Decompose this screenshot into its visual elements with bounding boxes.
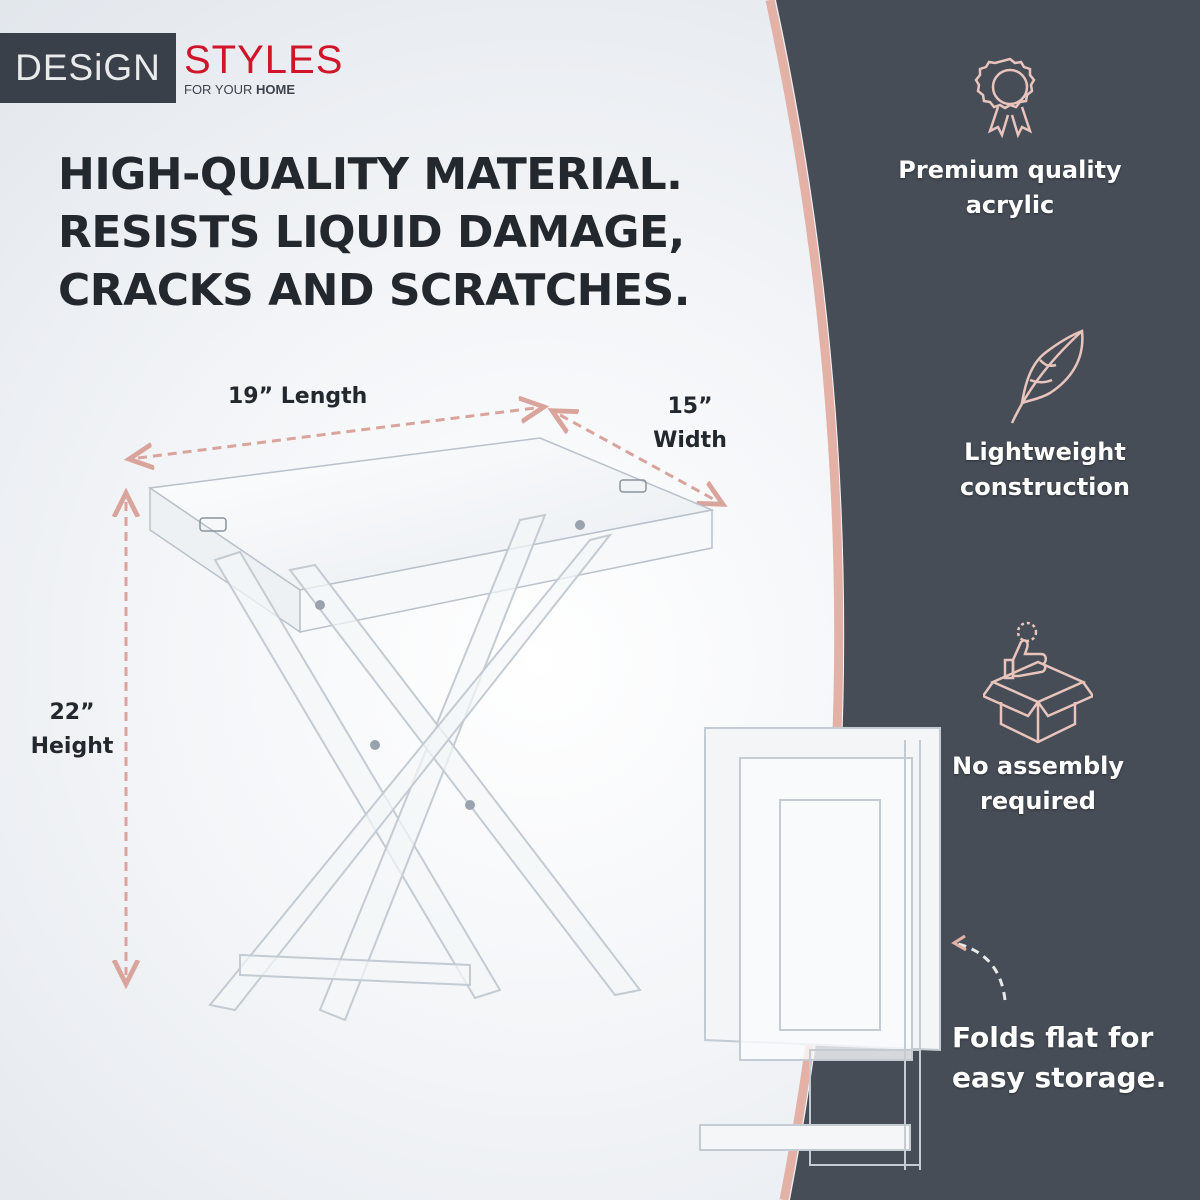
logo-design-text: DESiGN bbox=[15, 47, 161, 88]
feature-label: No assembly required bbox=[908, 749, 1168, 819]
feature-line-2: construction bbox=[960, 473, 1130, 501]
headline-line-3: CRACKS AND SCRATCHES. bbox=[58, 265, 690, 316]
feature-label: Lightweight construction bbox=[915, 435, 1175, 505]
width-label: 15” Width bbox=[645, 390, 735, 458]
length-label: 19” Length bbox=[228, 380, 367, 414]
folds-line-1: Folds flat for bbox=[952, 1021, 1154, 1054]
logo-tagline: FOR YOUR HOME bbox=[184, 82, 343, 97]
award-ribbon-icon bbox=[974, 57, 1036, 139]
length-dimension-arrow bbox=[138, 408, 535, 458]
height-label: 22” Height bbox=[22, 696, 122, 764]
length-text: Length bbox=[280, 384, 368, 409]
headline-line-1: HIGH-QUALITY MATERIAL. bbox=[58, 149, 683, 200]
headline-line-2: RESISTS LIQUID DAMAGE, bbox=[58, 207, 685, 258]
tagline-light: FOR YOUR bbox=[184, 81, 253, 97]
feature-line-1: Premium quality bbox=[898, 156, 1122, 184]
logo-styles-text: STYLES bbox=[184, 37, 344, 82]
feature-no-assembly: No assembly required bbox=[908, 620, 1168, 819]
tagline-bold: HOME bbox=[256, 81, 296, 97]
open-box-thumbs-up-icon bbox=[983, 621, 1093, 744]
height-text: Height bbox=[30, 734, 114, 759]
feature-line-2: required bbox=[980, 787, 1096, 815]
folds-line-2: easy storage. bbox=[952, 1061, 1167, 1094]
feature-lightweight: Lightweight construction bbox=[915, 325, 1175, 505]
dashed-curved-arrow-icon bbox=[957, 942, 1007, 1001]
feature-line-2: acrylic bbox=[965, 191, 1055, 219]
feature-line-1: Lightweight bbox=[964, 438, 1126, 466]
width-text: Width bbox=[653, 428, 727, 453]
length-value: 19” bbox=[228, 384, 274, 409]
folded-table-illustration bbox=[699, 727, 941, 1170]
brand-logo: DESiGN STYLES FOR YOUR HOME bbox=[0, 33, 343, 103]
feature-label: Premium quality acrylic bbox=[880, 153, 1140, 223]
folds-flat-callout: Folds flat for easy storage. bbox=[952, 1018, 1166, 1098]
width-value: 15” bbox=[667, 394, 713, 419]
feature-premium-quality: Premium quality acrylic bbox=[880, 55, 1140, 223]
feather-icon bbox=[1010, 329, 1084, 424]
feature-line-1: No assembly bbox=[951, 752, 1125, 780]
height-value: 22” bbox=[49, 700, 95, 725]
logo-design-box: DESiGN bbox=[0, 33, 176, 103]
headline: HIGH-QUALITY MATERIAL. RESISTS LIQUID DA… bbox=[58, 146, 690, 320]
